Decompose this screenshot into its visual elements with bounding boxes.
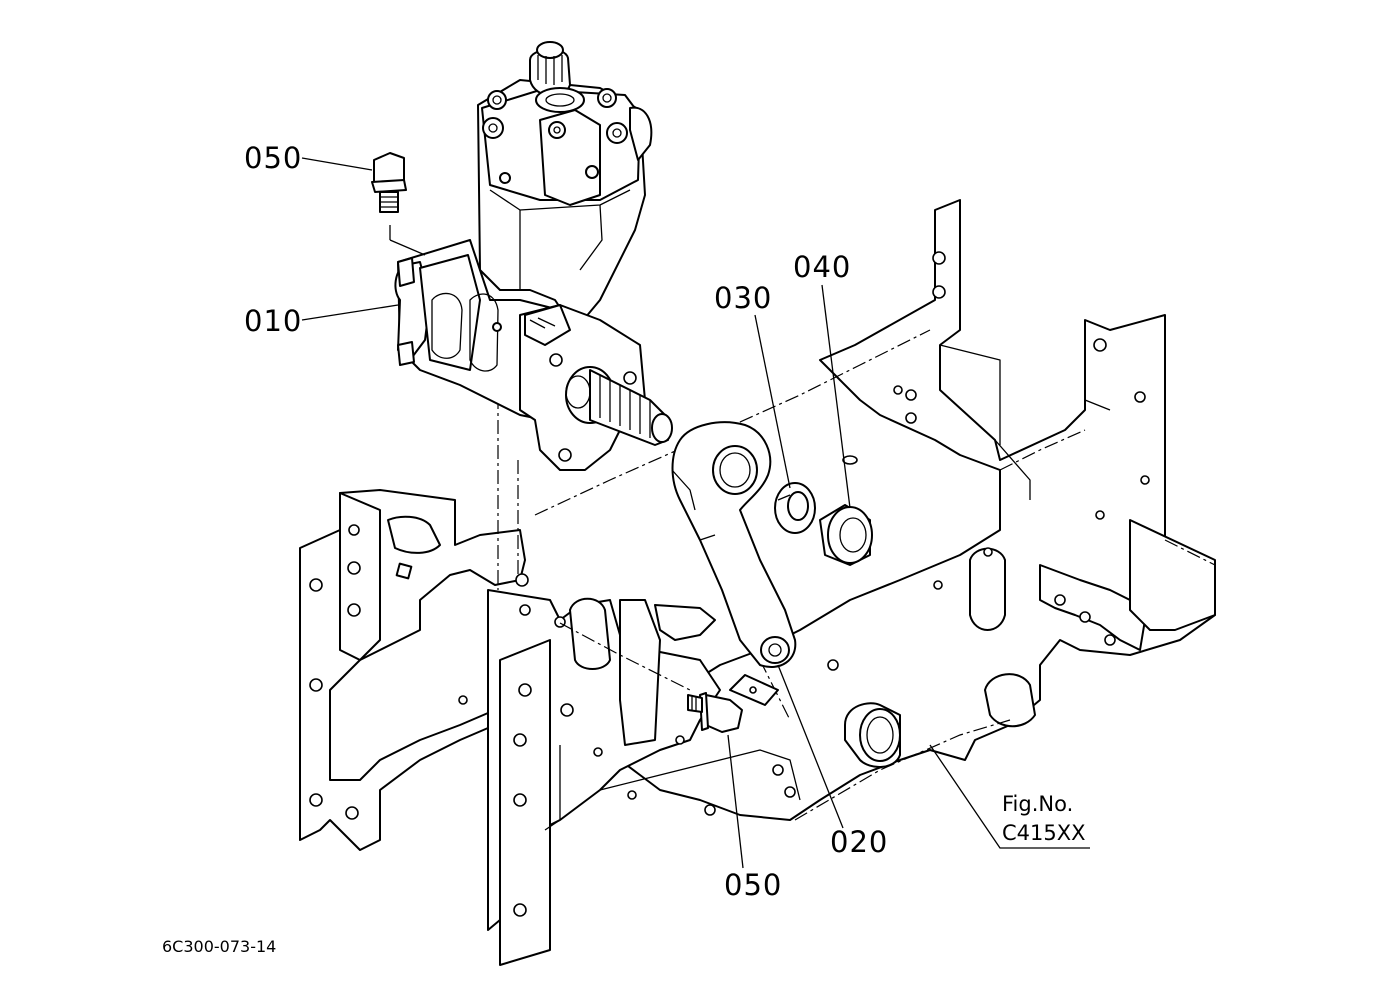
plate-washer <box>729 674 779 706</box>
bolt-050-bottom <box>687 692 743 733</box>
drawing-code: 6C300-073-14 <box>162 937 276 956</box>
top-cap-bolts <box>482 88 628 184</box>
steering-gearbox-010 <box>394 41 673 471</box>
frame-right-plate <box>559 199 1216 821</box>
bolt-050-top <box>371 152 407 213</box>
nut-040 <box>819 504 873 566</box>
pitman-arm-020 <box>671 421 797 668</box>
leader-lines <box>301 157 1090 869</box>
figure-ref-line2: C415XX <box>1002 821 1086 845</box>
frame-front-plate <box>487 573 801 966</box>
frame-left-plate <box>299 489 526 851</box>
callout-030: 030 <box>714 281 772 315</box>
lock-washer-030 <box>774 482 816 534</box>
frame-bushing <box>844 702 901 768</box>
figure-ref-line1: Fig.No. <box>1002 792 1073 816</box>
callout-040: 040 <box>793 250 851 284</box>
callout-050-top: 050 <box>244 141 302 175</box>
callout-010: 010 <box>244 304 302 338</box>
figure-reference: Fig.No. C415XX <box>1002 792 1086 845</box>
callout-050-bottom: 050 <box>724 868 782 902</box>
callout-labels: 010 020 030 040 050 050 <box>244 141 888 902</box>
callout-020: 020 <box>830 825 888 859</box>
